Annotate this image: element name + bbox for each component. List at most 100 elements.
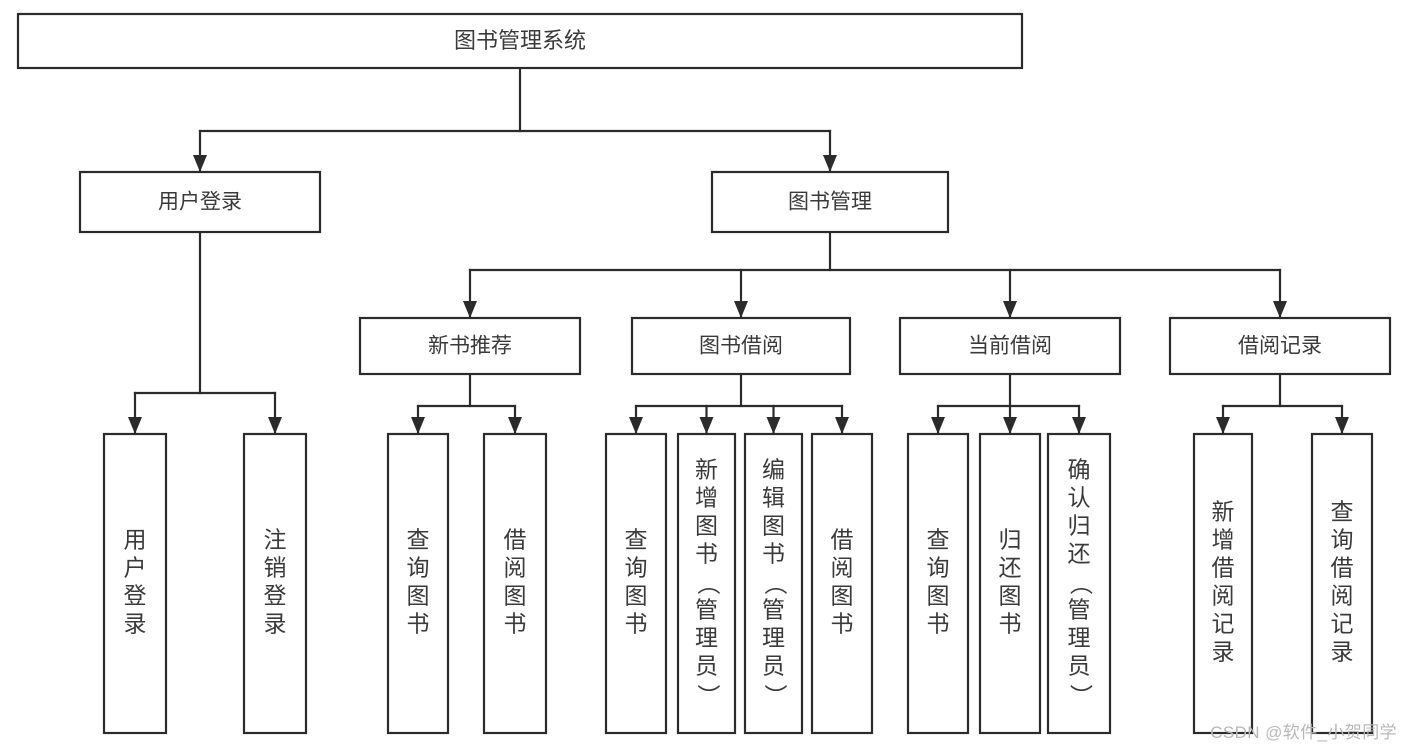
arrow-head-icon	[128, 417, 142, 434]
arrow-head-icon	[835, 417, 849, 434]
leaf-label-char: 书	[625, 611, 648, 637]
leaf-label-char: 登	[264, 583, 287, 609]
leaf-label-char: 用	[124, 527, 147, 553]
leaf-label-char: 归	[999, 527, 1022, 553]
leaf-label-char: 查	[625, 527, 648, 553]
leaf-label-char: 管	[695, 597, 718, 623]
leaf-label-char: 登	[124, 583, 147, 609]
leaf-label-char: 书	[504, 611, 527, 637]
leaf-label-char: 记	[1212, 611, 1235, 637]
arrow-head-icon	[1003, 417, 1017, 434]
leaf-label-char: 借	[504, 527, 527, 553]
level3-node-2[interactable]: 当前借阅	[898, 316, 1122, 376]
node-label: 新书推荐	[428, 335, 512, 358]
leaf-label-char: 户	[124, 555, 147, 581]
leaf-label-char: 注	[264, 527, 287, 553]
connectors-layer	[128, 66, 1349, 435]
node-label: 借阅记录	[1238, 335, 1322, 358]
level3-node-3[interactable]: 借阅记录	[1168, 316, 1392, 376]
leaf-label-char: 书	[927, 611, 950, 637]
leaf-label-char: 图	[504, 583, 527, 609]
leaf-label-char: 查	[927, 527, 950, 553]
leaf-label-char: 管	[762, 597, 785, 623]
leaf-label-char: 阅	[831, 555, 854, 581]
level2-node-1[interactable]: 图书管理	[710, 170, 950, 234]
leaf-label-char: 借	[1331, 555, 1354, 581]
arrow-head-icon	[193, 155, 207, 172]
level2-node-0[interactable]: 用户登录	[78, 170, 322, 234]
leaf-label-char: 阅	[504, 555, 527, 581]
leaf-label-char: 管	[1068, 597, 1091, 623]
leaf-label-char: 记	[1331, 611, 1354, 637]
arrow-head-icon	[1335, 417, 1349, 434]
arrow-head-icon	[734, 301, 748, 318]
leaf-label-char: 图	[625, 583, 648, 609]
node-label: 用户登录	[158, 191, 242, 214]
leaf-label-char: 录	[1331, 639, 1354, 665]
arrow-head-icon	[411, 417, 425, 434]
arrow-head-icon	[931, 417, 945, 434]
leaf-label-char: 录	[1212, 639, 1235, 665]
leaf-label-char: 书	[831, 611, 854, 637]
leaf-label-char: 书	[407, 611, 430, 637]
leaf-label-char: 还	[1068, 541, 1091, 567]
arrow-head-icon	[1216, 417, 1230, 434]
leaf-label-char: 员	[1068, 653, 1091, 679]
leaf-label-char: 询	[625, 555, 648, 581]
arrow-head-icon	[508, 417, 522, 434]
level3-node-1[interactable]: 图书借阅	[630, 316, 852, 376]
leaf-label-char: 书	[999, 611, 1022, 637]
leaf-label-char: 销	[264, 555, 287, 581]
node-label: 图书管理	[788, 191, 872, 214]
leaf-label-char: （	[1068, 572, 1094, 595]
leaf-label-char: 询	[927, 555, 950, 581]
leaf-label-char: 查	[1331, 499, 1354, 525]
leaf-label-char: 图	[695, 513, 718, 539]
leaf-label-char: 新	[695, 457, 718, 483]
leaf-label-char: 确	[1068, 457, 1091, 483]
boxes-layer: 图书管理系统用户登录图书管理新书推荐图书借阅当前借阅借阅记录用户登录注销登录查询…	[16, 12, 1392, 735]
leaf-label-char: 员	[695, 653, 718, 679]
arrow-head-icon	[699, 417, 714, 434]
leaf-label-char: 图	[407, 583, 430, 609]
leaf-label-char: 询	[407, 555, 430, 581]
node-label: 图书管理系统	[454, 28, 586, 53]
leaf-label-char: 新	[1212, 499, 1235, 525]
leaf-label-char: 增	[1212, 527, 1235, 553]
leaf-label-char: 理	[1068, 625, 1091, 651]
leaf-label-char: 阅	[1331, 583, 1354, 609]
leaf-label-char: 员	[762, 653, 785, 679]
leaf-label-char: 书	[762, 541, 785, 567]
leaf-label-char: 查	[407, 527, 430, 553]
leaf-label-char: 阅	[1212, 583, 1235, 609]
arrow-head-icon	[1003, 301, 1017, 318]
level3-node-0[interactable]: 新书推荐	[358, 316, 582, 376]
arrow-head-icon	[629, 417, 643, 434]
leaf-label-char: 借	[831, 527, 854, 553]
leaf-label-char: 录	[124, 611, 147, 637]
leaf-node-0[interactable]: 用户登录	[102, 432, 168, 735]
leaf-label-char: 增	[695, 485, 718, 511]
arrow-head-icon	[1072, 417, 1086, 434]
leaf-label-char: 还	[999, 555, 1022, 581]
leaf-label-char: 图	[927, 583, 950, 609]
leaf-label-char: 图	[999, 583, 1022, 609]
arrow-head-icon	[463, 301, 477, 318]
leaf-label-char: 图	[831, 583, 854, 609]
root-node-book-management-system[interactable]: 图书管理系统	[16, 12, 1024, 70]
arrow-head-icon	[1273, 301, 1287, 318]
leaf-label-char: 辑	[762, 485, 785, 511]
